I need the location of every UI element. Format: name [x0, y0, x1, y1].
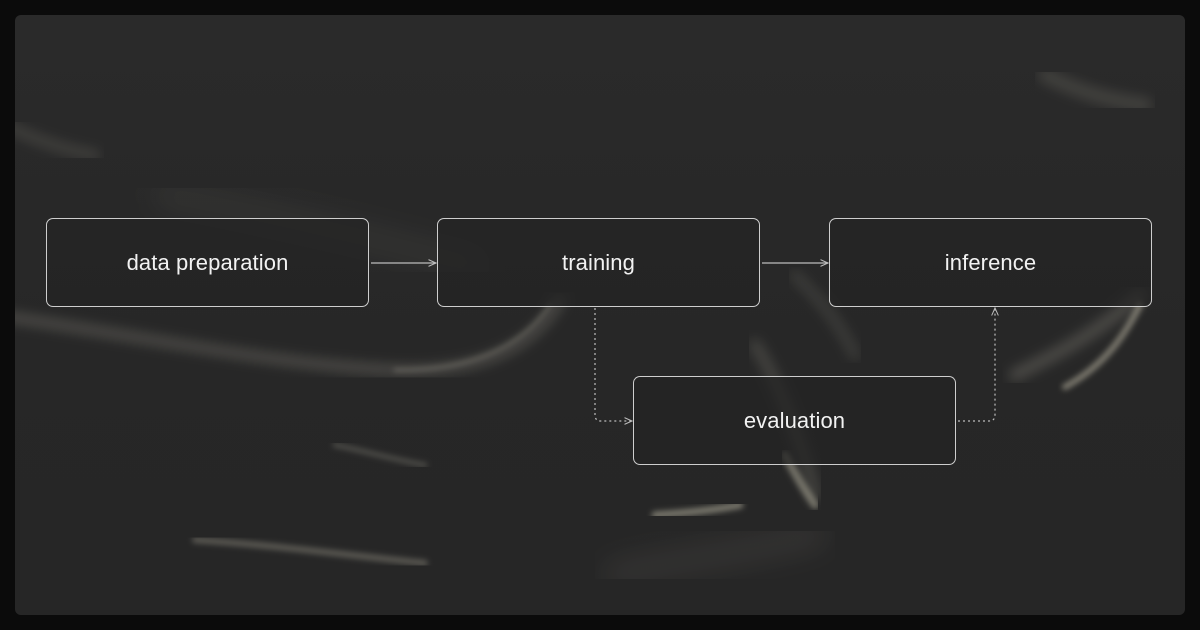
node-training[interactable]: training [437, 218, 760, 307]
diagram-panel: data preparation training inference eval… [15, 15, 1185, 615]
node-label: inference [944, 249, 1037, 275]
node-evaluation[interactable]: evaluation [633, 376, 956, 465]
node-label: training [562, 249, 635, 275]
node-inference[interactable]: inference [829, 218, 1152, 307]
node-data-preparation[interactable]: data preparation [46, 218, 369, 307]
node-label: data preparation [126, 249, 289, 275]
background-light-streaks [15, 68, 1152, 585]
node-label: evaluation [743, 407, 846, 433]
